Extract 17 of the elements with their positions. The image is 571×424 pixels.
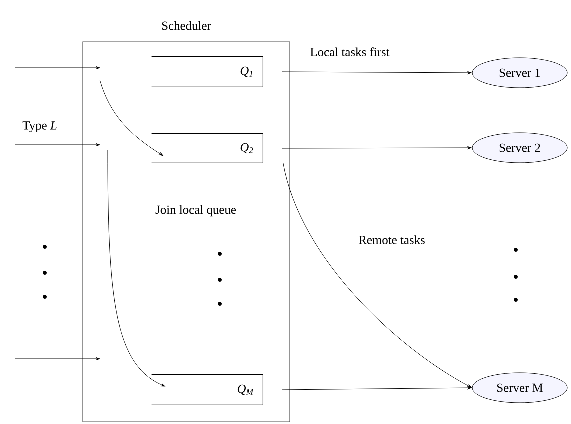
edge-label: Join local queue: [154, 204, 238, 218]
node-label: Scheduler: [162, 21, 212, 30]
queue-box: Q$_{2}$: [152, 134, 264, 164]
arrow: [14, 66, 100, 70]
queue-box: Q$_{M}$: [152, 374, 264, 406]
queue-box: Q$_{1}$: [152, 56, 264, 88]
arrow: [108, 150, 166, 387]
arrow: [282, 162, 472, 388]
arrow: [282, 72, 472, 74]
edge-label: Local tasks first: [309, 46, 391, 58]
arrow: [282, 386, 472, 390]
arrow: [100, 80, 164, 156]
arrow: [14, 358, 100, 360]
arrow: [282, 146, 472, 150]
edge-label: Type L: [22, 120, 58, 134]
edge-label: Remote tasks: [358, 234, 426, 246]
arrow: [14, 144, 100, 146]
